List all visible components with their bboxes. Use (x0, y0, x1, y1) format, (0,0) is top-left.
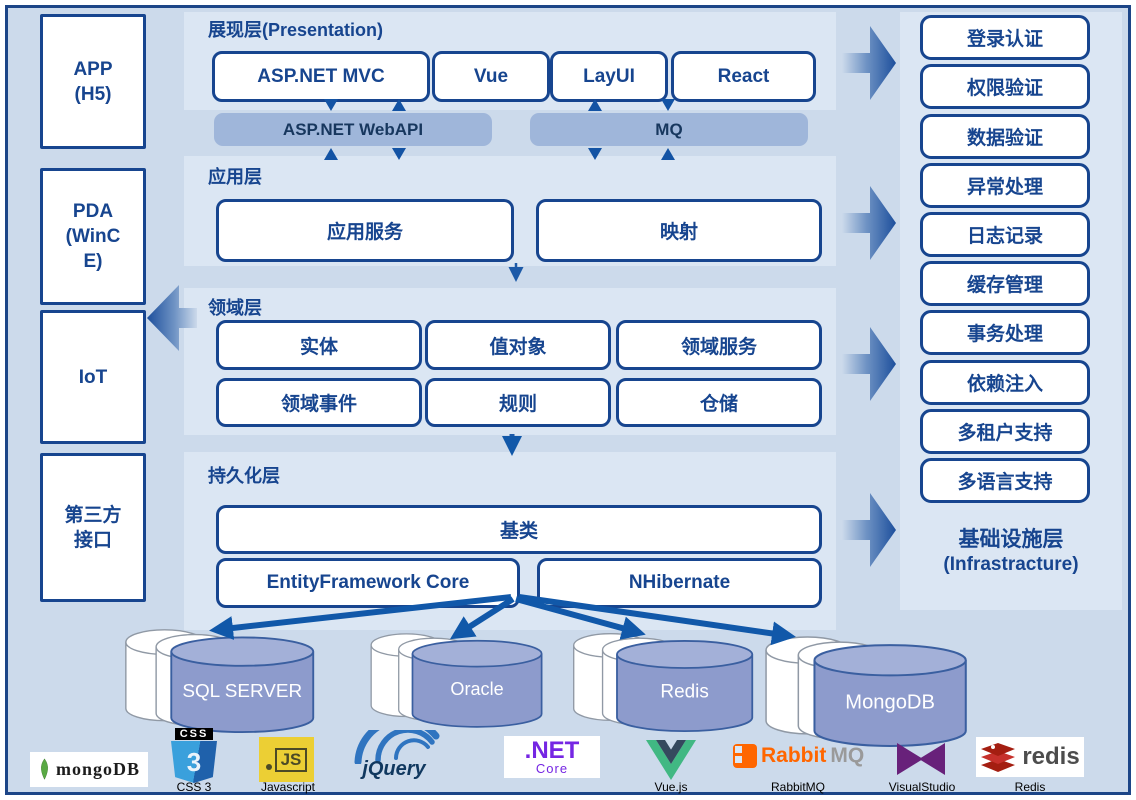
domain-layer-header: 领域层 (208, 298, 262, 318)
flow-up-icon (324, 148, 338, 160)
rabbitmq-mq-text: MQ (830, 744, 865, 767)
infrastructure-label-cn: 基础设施层 (958, 528, 1064, 551)
jquery-logo-text: jQuery (362, 757, 426, 780)
redis-logo-text: redis (1022, 743, 1080, 770)
infra-box: 日志记录 (920, 212, 1090, 257)
bus-bar-webapi: ASP.NET WebAPI (214, 113, 492, 146)
infra-box: 权限验证 (920, 64, 1090, 109)
javascript-logo: JS (259, 737, 314, 782)
infrastructure-label-en: (Infrastracture) (943, 554, 1079, 575)
db-label: MongoDB (845, 692, 935, 714)
flow-down-icon (324, 99, 338, 111)
logo-caption-vue: Vue.js (654, 780, 688, 794)
db-label: SQL SERVER (182, 681, 302, 702)
logo-caption-javascript: Javascript (260, 780, 316, 794)
db-label: Redis (660, 682, 708, 703)
client-box-thirdparty: 第三方 接口 (40, 453, 146, 602)
db-label: Oracle (450, 679, 503, 699)
mongodb-leaf-icon (41, 757, 48, 780)
css3-word: CSS (174, 728, 214, 740)
flow-up-icon (661, 148, 675, 160)
vue-v-icon (646, 740, 696, 780)
css3-number: 3 (186, 746, 202, 777)
jquery-logo: jQuery (348, 726, 440, 784)
application-layer-header: 应用层 (208, 167, 262, 187)
db-cylinder-oracle: Oracle (370, 633, 543, 728)
presentation-box: LayUI (550, 51, 668, 102)
flow-down-icon (392, 148, 406, 160)
redis-logo: redis (976, 737, 1084, 777)
visualstudio-logo (897, 737, 945, 781)
domain-box: 领域事件 (216, 378, 422, 427)
domain-box: 领域服务 (616, 320, 822, 370)
jquery-swirl-icon (354, 729, 440, 764)
dotnet-logo-text: .NET (524, 737, 580, 764)
client-label: PDA (WinC E) (65, 201, 121, 272)
presentation-layer-header: 展现层(Presentation) (208, 20, 384, 40)
db-cylinder-sqlserver: SQL SERVER (125, 629, 315, 733)
db-cylinder-redis: Redis (573, 633, 754, 732)
infra-box: 异常处理 (920, 163, 1090, 208)
infra-box: 多语言支持 (920, 458, 1090, 503)
persistence-box: NHibernate (537, 558, 822, 608)
persistence-box: 基类 (216, 505, 822, 554)
infra-box: 缓存管理 (920, 261, 1090, 306)
javascript-dot-icon (265, 763, 272, 770)
client-label: IoT (78, 366, 108, 388)
persistence-layer-header: 持久化层 (208, 466, 280, 486)
mongodb-logo-text: mongoDB (55, 759, 140, 779)
css3-shield-icon: 3 (171, 741, 217, 783)
client-label: 第三方 接口 (64, 504, 122, 551)
client-label: APP (H5) (73, 58, 113, 105)
bus-bar-mq: MQ (530, 113, 808, 146)
logo-caption-redis: Redis (1014, 780, 1046, 794)
rabbitmq-logo-text: Rabbit (761, 744, 827, 767)
domain-box: 规则 (425, 378, 611, 427)
flow-down-icon (588, 148, 602, 160)
visualstudio-icon (897, 743, 945, 775)
domain-box: 值对象 (425, 320, 611, 370)
logo-caption-visualstudio: VisualStudio (888, 780, 956, 794)
logo-caption-css3: CSS 3 (176, 780, 212, 794)
presentation-box: React (671, 51, 816, 102)
rabbitmq-icon (733, 744, 757, 768)
client-box-iot: IoT (40, 310, 146, 444)
flow-up-icon (588, 99, 602, 111)
presentation-box: ASP.NET MVC (212, 51, 430, 102)
persistence-box: EntityFramework Core (216, 558, 520, 608)
flow-up-icon (392, 99, 406, 111)
redis-stack-icon (981, 743, 1016, 772)
db-cylinder-mongodb: MongoDB (765, 636, 967, 747)
mongodb-logo: mongoDB (30, 752, 148, 787)
javascript-logo-text: JS (274, 747, 308, 772)
client-box-pda: PDA (WinC E) (40, 168, 146, 305)
logo-caption-rabbitmq: RabbitMQ (770, 780, 826, 794)
infra-box: 事务处理 (920, 310, 1090, 355)
infrastructure-layer-label: 基础设施层 (Infrastracture) (900, 527, 1122, 577)
infra-box: 登录认证 (920, 15, 1090, 60)
client-box-app: APP (H5) (40, 14, 146, 149)
infra-box: 依赖注入 (920, 360, 1090, 405)
domain-box: 仓储 (616, 378, 822, 427)
application-box: 应用服务 (216, 199, 514, 262)
vue-logo (646, 740, 696, 780)
domain-box: 实体 (216, 320, 422, 370)
dotnet-core-logo: .NET Core (504, 736, 600, 778)
infra-box: 数据验证 (920, 114, 1090, 159)
application-box: 映射 (536, 199, 822, 262)
presentation-box: Vue (432, 51, 550, 102)
infra-box: 多租户支持 (920, 409, 1090, 454)
dotnet-core-text: Core (535, 761, 569, 776)
flow-down-icon (661, 99, 675, 111)
css3-logo: CSS 3 (167, 728, 221, 786)
